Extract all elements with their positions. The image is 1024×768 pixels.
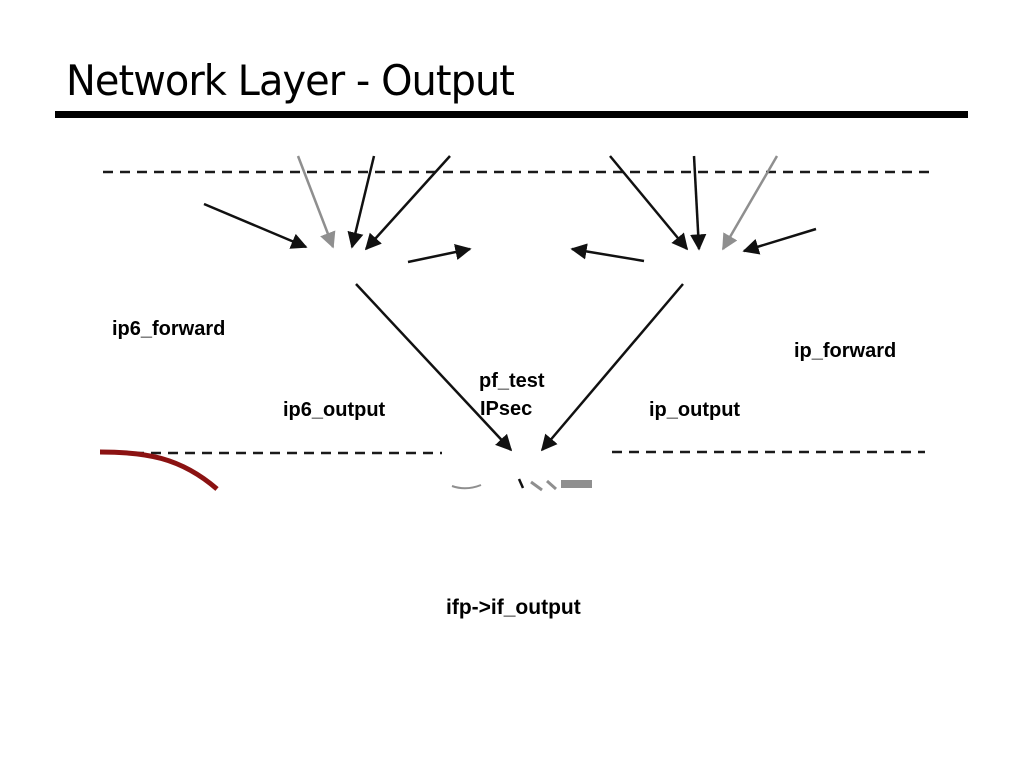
flow-diagram-canvas [99, 155, 934, 492]
arrow-upper-to-ip6-output-diagonal [364, 155, 451, 251]
arrow-upper-to-ip6-output-gray [296, 155, 336, 249]
title-underline-rule [55, 111, 968, 118]
page-title: Network Layer - Output [66, 56, 515, 105]
network-output-flow-diagram: ip6_forward ip6_output pf_test IPsec ip_… [0, 140, 1024, 619]
arrow-upper-to-ip-output-vertical [690, 155, 707, 251]
arrow-ip6-output-to-pf-test [407, 244, 472, 264]
arrow-upper-to-ip-output-gray [721, 155, 779, 251]
clipped-gray-stroke-1 [451, 484, 482, 490]
arrow-ip-forward-to-ip-output [742, 227, 817, 255]
arrow-ip-output-to-pf-test [570, 243, 645, 263]
node-label-ipsec: IPsec [480, 398, 533, 420]
clipped-gray-stroke-3 [546, 479, 557, 491]
red-corner-curve [99, 449, 219, 491]
node-label-ip-forward: ip_forward [794, 340, 897, 362]
clipped-gray-stroke-2 [530, 480, 543, 492]
node-label-ifp-if-output: ifp->if_output [446, 596, 581, 619]
node-label-pf-test: pf_test [479, 370, 545, 392]
arrow-upper-to-ip6-output-vertical [347, 155, 376, 249]
arrow-ip-output-to-if-output [540, 283, 684, 452]
node-label-ip6-output: ip6_output [283, 399, 386, 421]
node-label-ip-output: ip_output [649, 399, 741, 421]
clipped-dark-stroke [517, 478, 525, 489]
arrow-ip6-forward-to-ip6-output [203, 202, 308, 249]
arrow-upper-to-ip-output-diagonal [609, 155, 689, 251]
node-label-ip6-forward: ip6_forward [112, 318, 226, 340]
arrow-ip6-output-to-if-output [355, 283, 513, 452]
